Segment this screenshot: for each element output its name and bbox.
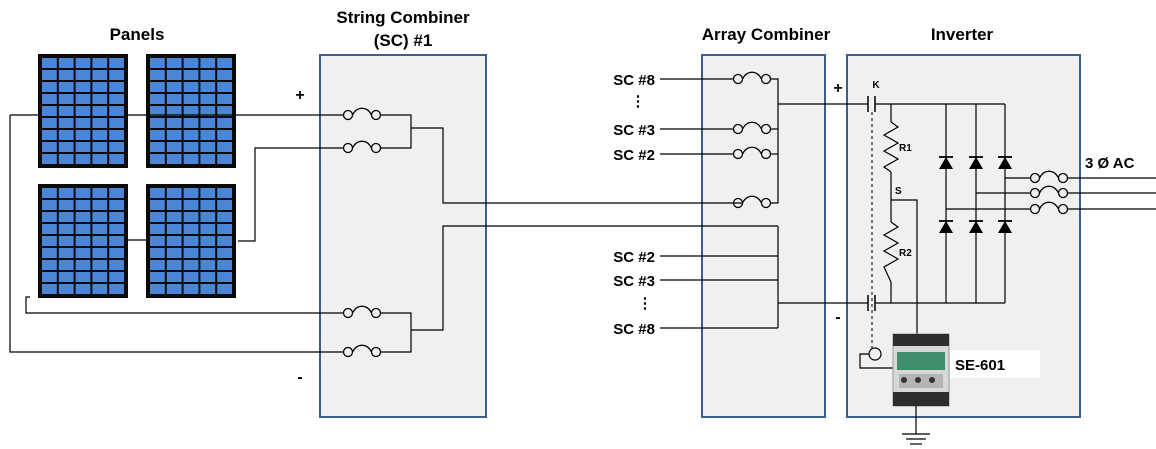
plus-sign-inverter: +	[833, 80, 842, 97]
relay-label: SE-601	[955, 357, 1005, 374]
sc-label-bottom-1: SC #2	[613, 249, 655, 266]
string-wiring	[9, 114, 778, 353]
array-combiner-wiring	[660, 71, 868, 329]
plus-sign: +	[295, 87, 304, 104]
array-combiner-header: Array Combiner	[702, 25, 831, 44]
sc-label-top-2: SC #3	[613, 122, 655, 139]
solar-panel-icon	[146, 184, 236, 298]
inverter-header: Inverter	[931, 25, 994, 44]
resistor-icon	[882, 121, 900, 173]
label-r1: R1	[899, 143, 912, 154]
solar-panel-icon	[38, 54, 128, 168]
minus-sign: -	[297, 369, 302, 386]
string-combiner-subheader: (SC) #1	[374, 31, 433, 50]
solar-panel-icon	[38, 184, 128, 298]
minus-sign-inverter: -	[835, 309, 840, 326]
inverter-circuit: K R1 S R2	[859, 80, 1156, 445]
solar-panel-array	[38, 54, 236, 298]
sc-label-top-1: SC #8	[613, 72, 655, 89]
panels-header: Panels	[110, 25, 165, 44]
ellipsis-bottom: ⋮	[638, 295, 653, 312]
ground-icon	[902, 406, 930, 445]
ac-output-label: 3 Ø AC	[1085, 155, 1135, 172]
label-r2: R2	[899, 248, 912, 259]
label-k: K	[872, 80, 880, 91]
relay-device-icon	[892, 333, 950, 407]
string-combiner-box	[319, 54, 487, 418]
sc-label-bottom-2: SC #3	[613, 273, 655, 290]
sc-label-top-3: SC #2	[613, 147, 655, 164]
string-combiner-header: String Combiner	[336, 8, 470, 27]
ellipsis-top: ⋮	[631, 93, 646, 110]
solar-panel-icon	[146, 54, 236, 168]
array-combiner-box	[701, 54, 826, 418]
sc-label-bottom-3: SC #8	[613, 321, 655, 338]
resistor-icon	[882, 221, 900, 283]
label-s: S	[895, 186, 902, 197]
